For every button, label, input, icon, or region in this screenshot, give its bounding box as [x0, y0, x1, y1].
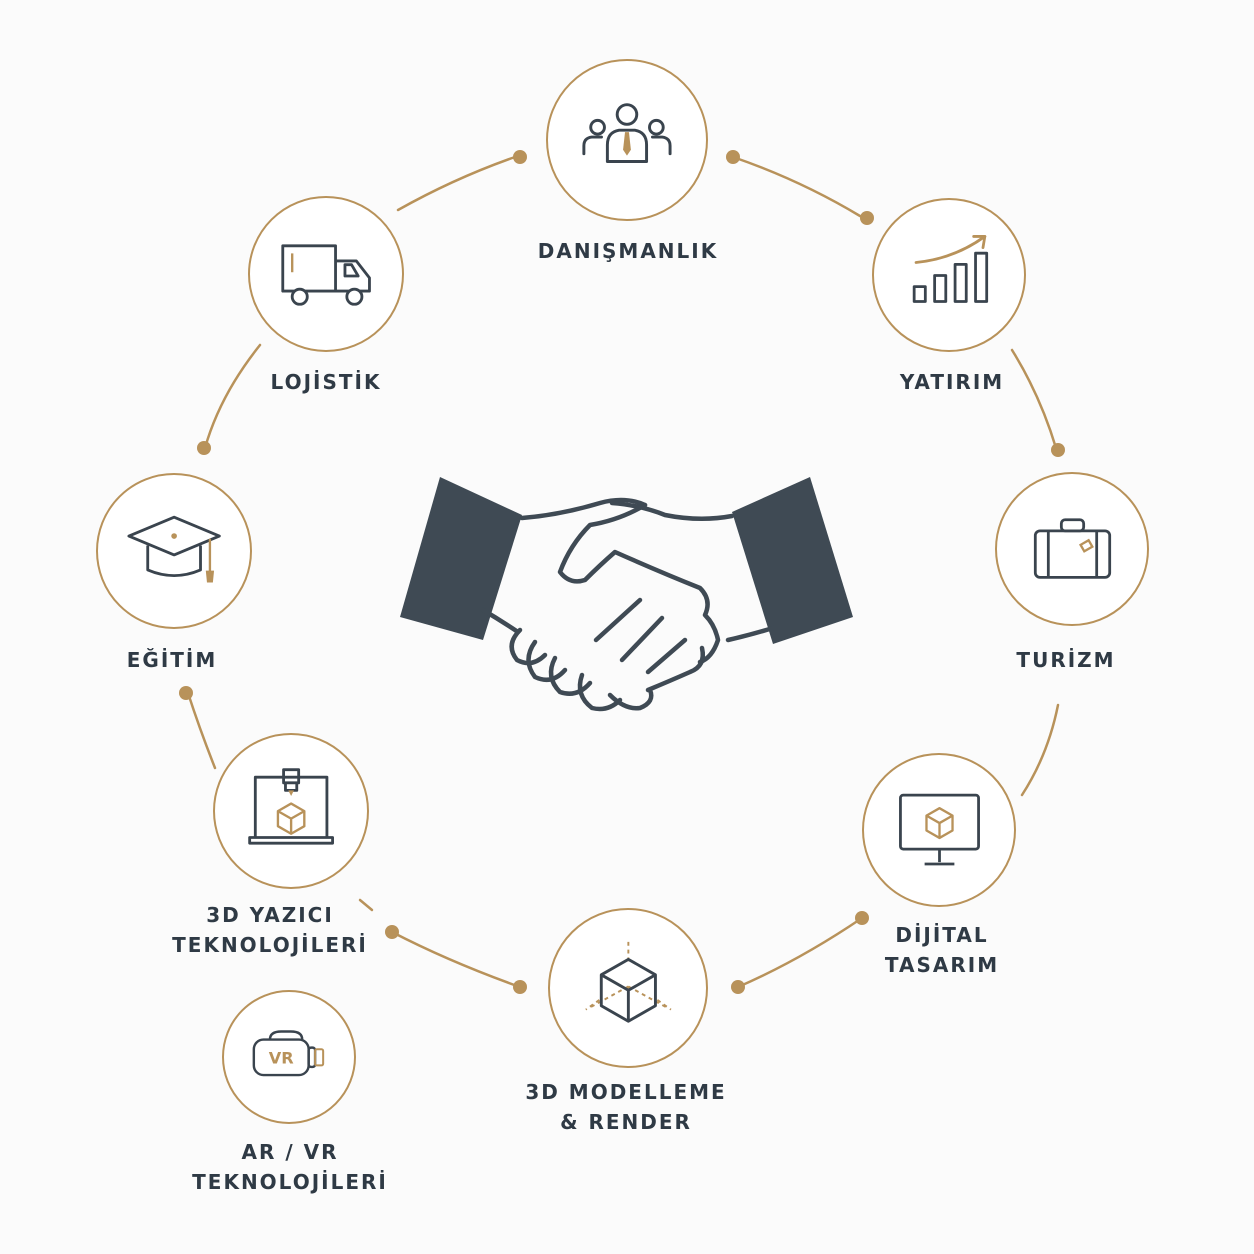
connector-dot: [860, 211, 874, 225]
vr-text: VR: [269, 1048, 294, 1067]
connector-dot: [197, 441, 211, 455]
node-3d-modelleme: [548, 908, 708, 1068]
node-3d-yazici: [213, 733, 369, 889]
label-turizm: TURİZM: [1016, 648, 1116, 672]
connector-dot: [855, 911, 869, 925]
label-3d-modelleme: 3D MODELLEME & RENDER: [525, 1080, 727, 1134]
connector-dot: [513, 150, 527, 164]
label-ar-vr: AR / VR TEKNOLOJİLERİ: [192, 1140, 388, 1194]
connector-arc: [731, 155, 862, 218]
connector-arc: [1010, 348, 1058, 450]
node-danismanlik: [546, 59, 708, 221]
connector-dot: [1051, 443, 1065, 457]
monitor-cube-icon: [898, 793, 980, 865]
label-danismanlik: DANIŞMANLIK: [537, 239, 719, 263]
label-yatirim: YATIRIM: [899, 370, 1005, 394]
connector-dot: [513, 980, 527, 994]
graduation-cap-icon: [127, 515, 221, 583]
cube-wireframe-icon: [584, 941, 672, 1023]
connector-arc: [358, 898, 374, 912]
node-egitim: [96, 473, 252, 629]
connector-dot: [731, 980, 745, 994]
label-3d-yazici: 3D YAZICI TEKNOLOJİLERİ: [172, 903, 368, 957]
growth-chart-icon: [912, 234, 988, 303]
node-yatirim: [872, 198, 1026, 352]
node-ar-vr: VR: [222, 990, 356, 1124]
connector-dot: [726, 150, 740, 164]
connector-arc: [736, 916, 864, 989]
truck-icon: [281, 244, 371, 306]
connector-arc: [1020, 703, 1060, 797]
connector-dot: [179, 686, 193, 700]
node-dijital-tasarim: [862, 753, 1016, 907]
connector-arc: [186, 691, 217, 770]
node-turizm: [995, 472, 1149, 626]
node-lojistik: [248, 196, 404, 352]
suitcase-icon: [1033, 517, 1111, 579]
people-icon: [582, 103, 672, 164]
3d-printer-icon: [248, 768, 334, 845]
connector-arc: [203, 343, 262, 450]
handshake-icon: [400, 477, 853, 712]
label-dijital-tasarim: DİJİTAL TASARIM: [884, 923, 1000, 977]
label-lojistik: LOJİSTİK: [270, 370, 382, 394]
label-egitim: EĞİTİM: [126, 648, 218, 672]
connector-arc: [390, 930, 522, 989]
connector-dot: [385, 925, 399, 939]
vr-headset-icon: VR: [252, 1030, 324, 1076]
connector-arc: [396, 155, 517, 212]
